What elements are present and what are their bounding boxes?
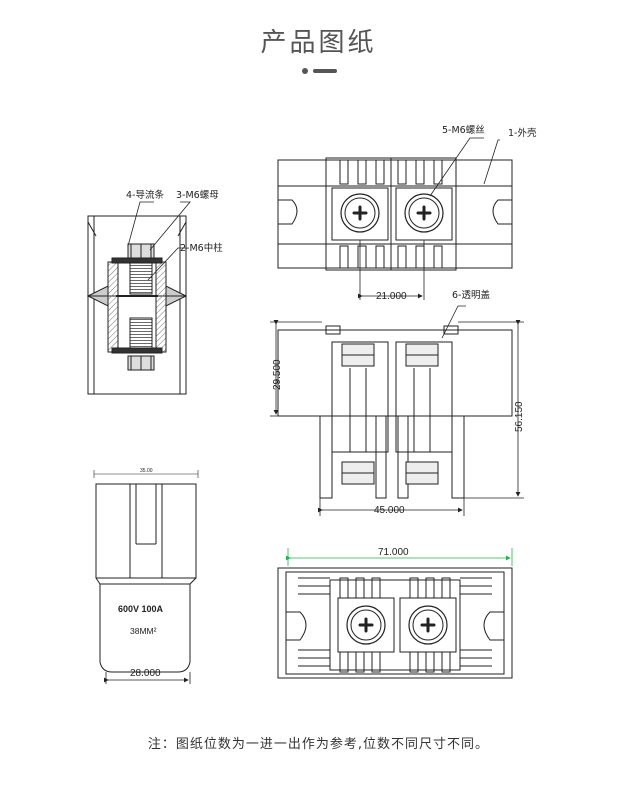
bottom-view-screw-right bbox=[408, 605, 448, 645]
dim-pitch-text: 21.000 bbox=[376, 291, 407, 302]
side-view-leaders bbox=[127, 201, 191, 281]
page-title: 产品图纸 bbox=[260, 28, 377, 58]
rating-current: 600V 100A bbox=[118, 604, 164, 614]
dim-length bbox=[286, 548, 513, 566]
dim-pitch bbox=[358, 240, 425, 300]
title-dot-icon bbox=[302, 68, 308, 74]
title-decoration bbox=[0, 67, 637, 75]
rating-wire: 38MM² bbox=[130, 626, 157, 636]
dim-height-upper-text: 29.500 bbox=[272, 359, 283, 390]
bottom-view-screw-left bbox=[346, 605, 386, 645]
end-view bbox=[93, 470, 199, 673]
front-view bbox=[277, 325, 513, 499]
dim-length-text: 71.000 bbox=[378, 547, 409, 558]
label-cover: 6-透明盖 bbox=[452, 289, 490, 301]
label-nut: 3-M6螺母 bbox=[176, 190, 219, 201]
bottom-view bbox=[277, 567, 513, 679]
label-shell: 1-外壳 bbox=[508, 127, 537, 139]
dim-height-upper bbox=[270, 320, 322, 417]
dim-top-tiny-text: 35.00 bbox=[140, 468, 153, 474]
label-post: 2-M6中柱 bbox=[180, 242, 223, 254]
top-view-leaders bbox=[429, 137, 500, 197]
top-view bbox=[277, 157, 513, 271]
dim-depth bbox=[104, 672, 191, 684]
top-view-screw-left bbox=[340, 193, 380, 233]
dim-height-total bbox=[458, 320, 524, 499]
dim-depth-text: 28.000 bbox=[130, 668, 161, 679]
front-view-leaders bbox=[441, 305, 466, 339]
side-section-view bbox=[86, 215, 188, 395]
footer-note: 注：图纸位数为一进一出作为参考,位数不同尺寸不同。 bbox=[147, 737, 490, 752]
top-view-screw-right bbox=[404, 193, 444, 233]
dim-width-base-text: 45.000 bbox=[374, 505, 405, 516]
label-bar: 4-导流条 bbox=[126, 189, 164, 201]
dim-width-base bbox=[318, 498, 465, 516]
title-bar-icon bbox=[313, 69, 337, 73]
label-screw: 5-M6螺丝 bbox=[442, 124, 485, 136]
dim-height-total-text: 56.150 bbox=[514, 401, 525, 432]
